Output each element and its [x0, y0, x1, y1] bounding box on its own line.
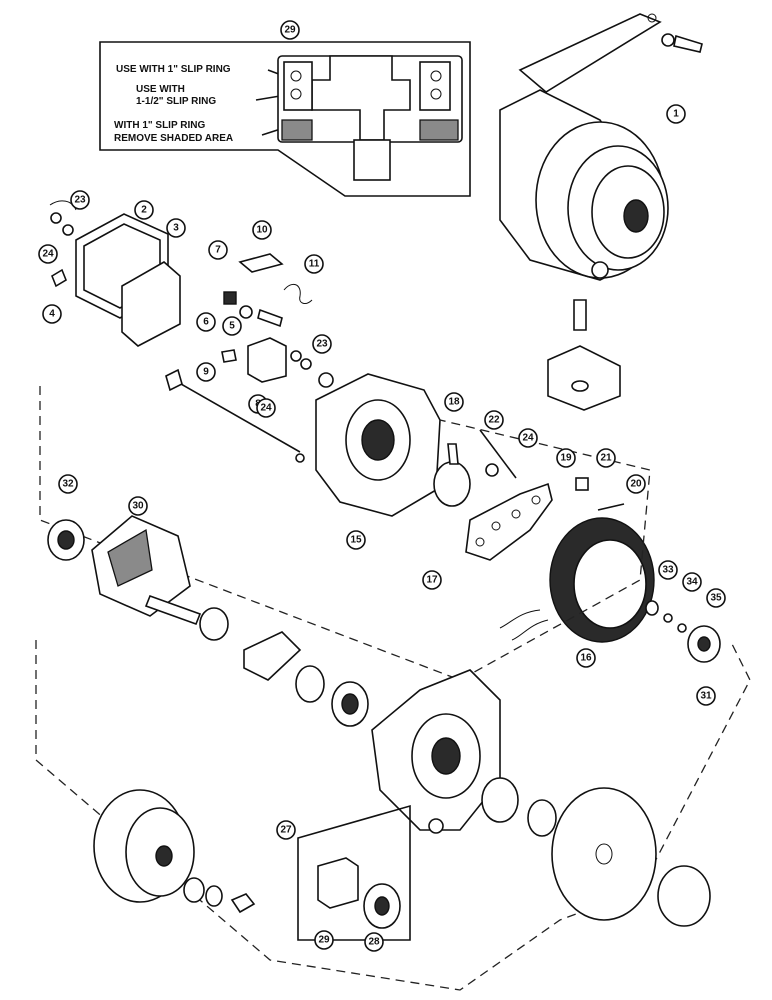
svg-text:27: 27 — [280, 825, 292, 836]
callout-35: 35 — [706, 588, 726, 608]
svg-text:31: 31 — [700, 691, 712, 702]
svg-text:24: 24 — [42, 249, 54, 260]
svg-text:35: 35 — [710, 593, 722, 604]
callout-18: 18 — [444, 392, 464, 412]
inset-label-one-inch: USE WITH 1" SLIP RING — [116, 64, 231, 75]
front-housing-fan-pulley — [35, 639, 751, 991]
callout-27: 27 — [276, 820, 296, 840]
svg-text:22: 22 — [488, 415, 500, 426]
svg-text:29: 29 — [284, 25, 296, 36]
callout-24-mid: 24 — [256, 398, 276, 418]
inset-label-remove-shaded: REMOVE SHADED AREA — [114, 133, 233, 144]
callout-20: 20 — [626, 474, 646, 494]
callout-7: 7 — [208, 240, 228, 260]
stator — [499, 517, 655, 643]
callout-30: 30 — [128, 496, 148, 516]
svg-text:18: 18 — [448, 397, 460, 408]
svg-text:19: 19 — [560, 453, 572, 464]
callout-9: 9 — [196, 362, 216, 382]
callout-4: 4 — [42, 304, 62, 324]
svg-text:17: 17 — [426, 575, 438, 586]
svg-text:9: 9 — [203, 367, 209, 378]
rear-housing — [165, 368, 471, 517]
svg-text:23: 23 — [316, 339, 328, 350]
svg-text:20: 20 — [630, 479, 642, 490]
callout-3: 3 — [166, 218, 186, 238]
svg-text:1: 1 — [673, 109, 679, 120]
callout-6: 6 — [196, 312, 216, 332]
svg-text:28: 28 — [368, 937, 380, 948]
svg-text:6: 6 — [203, 317, 209, 328]
callout-23-top: 23 — [70, 190, 90, 210]
svg-text:15: 15 — [350, 535, 362, 546]
svg-text:21: 21 — [600, 453, 612, 464]
callout-10: 10 — [252, 220, 272, 240]
callout-24-right: 24 — [518, 428, 538, 448]
inset-label-with-one-inch: WITH 1" SLIP RING — [114, 120, 205, 131]
inset-label-one-half-inch: 1-1/2" SLIP RING — [136, 96, 216, 107]
alternator-assembly — [499, 13, 703, 411]
svg-text:4: 4 — [49, 309, 55, 320]
svg-text:16: 16 — [580, 653, 592, 664]
svg-text:23: 23 — [74, 195, 86, 206]
callout-28: 28 — [364, 932, 384, 952]
callout-2: 2 — [134, 200, 154, 220]
callout-32: 32 — [58, 474, 78, 494]
slip-ring-inset: USE WITH 1" SLIP RING USE WITH 1-1/2" SL… — [99, 41, 471, 197]
callout-1: 1 — [666, 104, 686, 124]
svg-text:34: 34 — [686, 577, 698, 588]
callout-24-top: 24 — [38, 244, 58, 264]
svg-text:3: 3 — [173, 223, 179, 234]
callout-17: 17 — [422, 570, 442, 590]
callout-33: 33 — [658, 560, 678, 580]
callout-23-mid: 23 — [312, 334, 332, 354]
svg-text:7: 7 — [215, 245, 221, 256]
callout-21: 21 — [596, 448, 616, 468]
callout-22: 22 — [484, 410, 504, 430]
slip-ring-bracket-drawing — [277, 55, 463, 181]
inset-label-use-with: USE WITH — [136, 84, 185, 95]
callout-5: 5 — [222, 316, 242, 336]
svg-text:5: 5 — [229, 321, 235, 332]
callout-11: 11 — [304, 254, 324, 274]
rotor-assembly — [39, 386, 721, 727]
svg-text:11: 11 — [309, 259, 320, 270]
callout-29-bottom: 29 — [314, 930, 334, 950]
callout-15: 15 — [346, 530, 366, 550]
svg-text:33: 33 — [662, 565, 674, 576]
svg-text:30: 30 — [132, 501, 144, 512]
svg-text:29: 29 — [318, 935, 330, 946]
brush-cover-parts — [49, 200, 334, 388]
callout-29-inset: 29 — [280, 20, 300, 40]
callout-19: 19 — [556, 448, 576, 468]
svg-text:2: 2 — [141, 205, 147, 216]
svg-text:24: 24 — [260, 403, 272, 414]
service-kit-inset — [297, 804, 411, 941]
svg-text:10: 10 — [256, 225, 268, 236]
callout-16: 16 — [576, 648, 596, 668]
callout-34: 34 — [682, 572, 702, 592]
rectifier-assembly — [447, 429, 625, 561]
callout-31: 31 — [696, 686, 716, 706]
svg-text:24: 24 — [522, 433, 534, 444]
svg-text:32: 32 — [62, 479, 74, 490]
